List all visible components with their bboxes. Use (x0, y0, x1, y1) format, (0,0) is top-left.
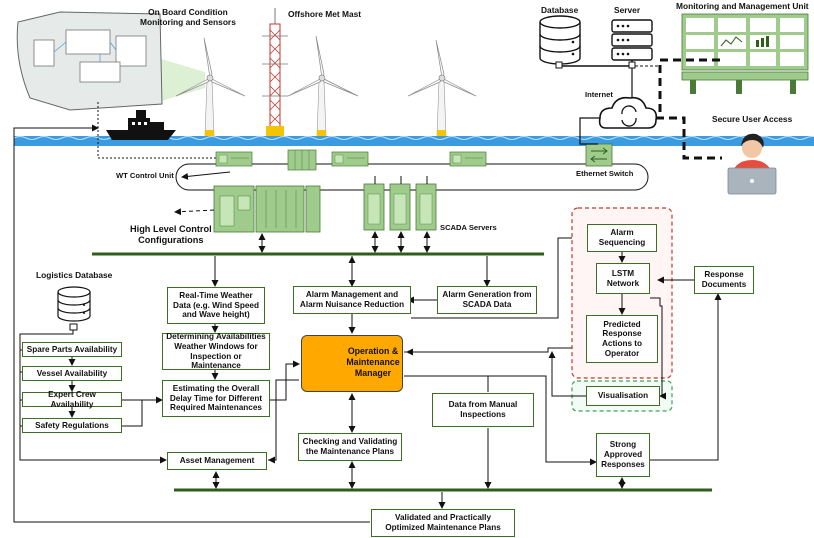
control-unit-icon (215, 151, 253, 167)
ethernet-switch-label: Ethernet Switch (576, 169, 634, 178)
high-level-label: High Level Control Configurations (130, 224, 212, 245)
wind-turbine-icon (175, 37, 246, 140)
vessel-icon (106, 110, 176, 140)
lower-bus-connectors (13, 124, 446, 523)
sensor-dotted-line (97, 102, 216, 159)
alarm-management-box: Alarm Management and Alarm Nuisance Redu… (293, 286, 411, 314)
internet-user-link (656, 116, 722, 160)
spare-parts-box: Spare Parts Availability (22, 342, 122, 357)
lstm-network-box: LSTM Network (596, 263, 650, 294)
secure-access-label: Secure User Access (712, 114, 793, 124)
manager-label: Operation & Maintenance Manager (346, 346, 400, 378)
response-documents-box: Response Documents (694, 266, 754, 294)
wt-control-arrow (181, 171, 231, 180)
alarm-arrows (548, 252, 722, 489)
crew-availability-box: Expert Crew Availability (22, 390, 122, 409)
internet-switch-link (579, 117, 600, 145)
scada-server-icon (389, 183, 411, 231)
delay-estimate-box: Estimating the Overall Delay Time for Di… (162, 380, 270, 417)
monitoring-unit-label: Monitoring and Management Unit (676, 1, 809, 11)
ethernet-ring (175, 163, 649, 191)
wind-turbine-icon (407, 39, 477, 140)
strong-responses-box: Strong Approved Responses (596, 433, 650, 477)
ethernet-switch-icon (585, 143, 613, 167)
flow-arrows (211, 234, 597, 489)
control-unit-icon (331, 151, 369, 167)
logistics-link (19, 330, 74, 351)
wt-control-label: WT Control Unit (116, 171, 174, 180)
high-level-arrow (174, 208, 215, 216)
scada-server-icon (415, 183, 437, 231)
operation-maintenance-manager: Operation & Maintenance Manager (301, 335, 403, 392)
control-rack-icon (213, 185, 321, 233)
visualisation-box: Visualisation (586, 386, 660, 406)
database-icon (539, 15, 581, 65)
logistics-db-label: Logistics Database (36, 270, 113, 280)
checking-validating-box: Checking and Validating the Maintenance … (298, 433, 402, 461)
weather-windows-box: Determining Availabilities Weather Windo… (162, 332, 270, 370)
scada-servers-label: SCADA Servers (440, 223, 497, 232)
alarm-generation-box: Alarm Generation from SCADA Data (437, 286, 537, 314)
predicted-response-box: Predicted Response Actions to Operator (586, 315, 658, 363)
onboard-label: On Board Condition Monitoring and Sensor… (140, 7, 236, 27)
server-icon (611, 19, 653, 61)
met-mast-label: Offshore Met Mast (288, 9, 362, 19)
met-mast-icon (262, 8, 288, 138)
manual-inspections-box: Data from Manual Inspections (432, 393, 534, 427)
nacelle-icon (16, 11, 205, 111)
vessel-availability-box: Vessel Availability (22, 366, 122, 381)
database-icon (57, 286, 91, 322)
database-label: Database (541, 5, 579, 15)
wind-turbine-icon (287, 35, 359, 140)
internet-label: Internet (585, 90, 613, 99)
server-label: Server (614, 5, 641, 15)
safety-regulations-box: Safety Regulations (22, 418, 122, 433)
validated-plans-box: Validated and Practically Optimized Main… (371, 509, 515, 537)
control-unit-icon (287, 149, 317, 171)
user-laptop-icon (727, 133, 777, 195)
bus-connectors (258, 231, 431, 287)
logistics-arrows (19, 350, 167, 464)
cloud-internet-icon (598, 96, 658, 129)
weather-data-box: Real-Time Weather Data (e.g. Wind Speed … (167, 287, 265, 324)
scada-server-icon (363, 183, 385, 231)
control-unit-icon (449, 151, 487, 167)
monitoring-screens-icon (681, 13, 809, 94)
alarm-sequencing-box: Alarm Sequencing (587, 224, 657, 252)
asset-management-box: Asset Management (167, 452, 267, 470)
